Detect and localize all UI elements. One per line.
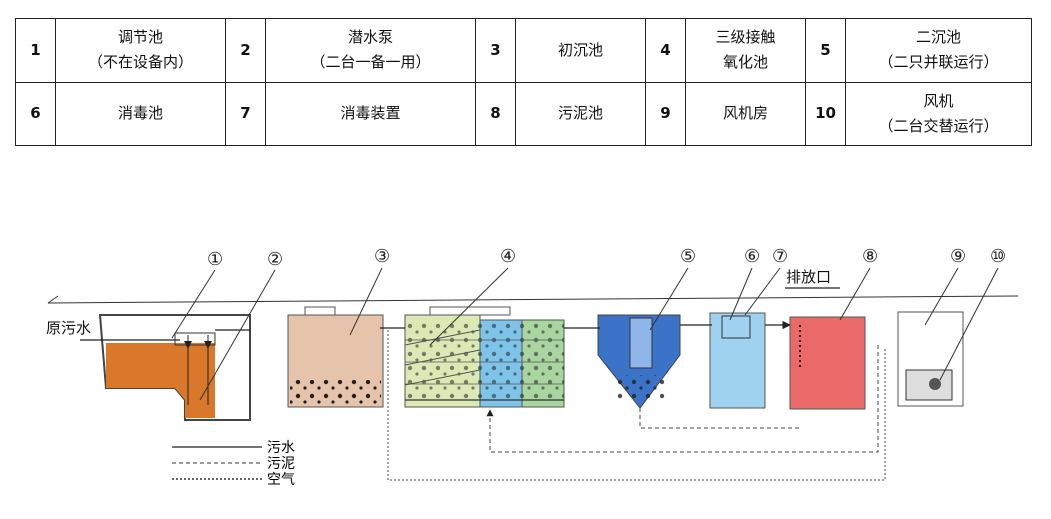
marker-8: ⑧ (862, 246, 878, 267)
marker-3: ③ (374, 246, 390, 267)
marker-7: ⑦ (772, 246, 788, 267)
legend-num: 5 (805, 18, 846, 83)
legend-item: 风机（二台交替运行） (845, 81, 1032, 146)
blower (905, 369, 953, 401)
sewage-flow-line (80, 325, 790, 341)
marker-10: ⑩ (990, 246, 1006, 267)
sludge-tank-fill (789, 316, 866, 410)
legend-item: 风机房 (685, 81, 806, 146)
outlet-label: 排放口 (786, 268, 831, 286)
blower-room (897, 311, 964, 407)
markers: ① ② ③ ④ ⑤ ⑥ ⑦ ⑧ ⑨ ⑩ (207, 246, 1006, 270)
primary-settling-tank (287, 306, 384, 408)
legend-row-1: 1 调节池（不在设备内） 2 潜水泵（二台一备一用） 3 初沉池 4 三级接触氧… (15, 18, 1032, 83)
regulating-tank-fill (106, 343, 215, 418)
legend-item: 消毒池 (55, 81, 226, 146)
disinfection-fill (709, 312, 766, 409)
legend-item: 污泥池 (515, 81, 646, 146)
line-legend: 污水 污泥 空气 (172, 440, 295, 488)
marker-5: ⑤ (680, 246, 696, 267)
legend-sewage: 污水 (267, 440, 295, 456)
marker-9: ⑨ (950, 246, 966, 267)
oxidation-tank (404, 306, 565, 408)
legend-num: 4 (645, 18, 686, 83)
marker-6: ⑥ (744, 246, 760, 267)
legend-table: 1 调节池（不在设备内） 2 潜水泵（二台一备一用） 3 初沉池 4 三级接触氧… (15, 18, 1032, 146)
regulating-tank (98, 314, 251, 421)
disinfection-tank (709, 312, 766, 409)
marker-4: ④ (500, 246, 516, 267)
legend-air: 空气 (267, 472, 295, 488)
marker-2: ② (267, 249, 283, 270)
legend-row-2: 6 消毒池 7 消毒装置 8 污泥池 9 风机房 10 风机（二台交替运行） (15, 81, 1032, 146)
legend-item: 消毒装置 (265, 81, 476, 146)
legend-sludge: 污泥 (267, 456, 295, 472)
ground-line (47, 295, 1019, 304)
legend-item: 潜水泵（二台一备一用） (265, 18, 476, 83)
air-line (387, 330, 886, 481)
legend-num: 8 (475, 81, 516, 146)
legend-num: 3 (475, 18, 516, 83)
legend-num: 1 (15, 18, 56, 83)
legend-num: 9 (645, 81, 686, 146)
inlet-label: 原污水 (46, 319, 91, 337)
submersible-pump (184, 335, 212, 405)
legend-item: 二沉池（二只并联运行） (845, 18, 1032, 83)
ground-hatch (47, 295, 59, 304)
sludge-line (490, 345, 879, 453)
sludge-tank (789, 316, 866, 410)
secondary-settling-tank (597, 314, 681, 409)
marker-1: ① (207, 249, 223, 270)
